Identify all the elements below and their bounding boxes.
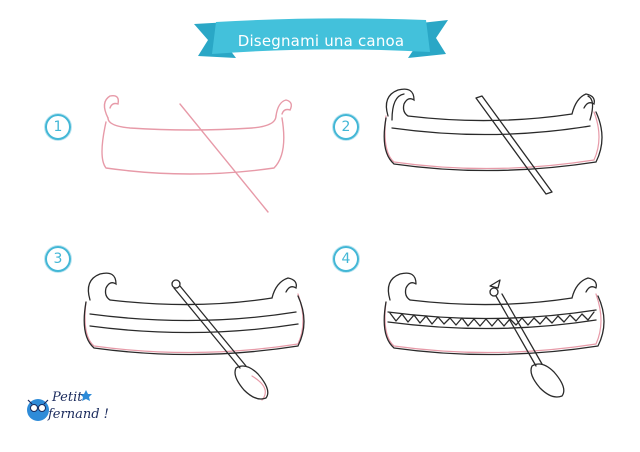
step-badge-2: 2 (333, 114, 359, 140)
step-3-drawing (83, 272, 305, 401)
step-1-drawing (101, 94, 293, 213)
title-banner (194, 18, 448, 58)
step-badge-1: 1 (45, 114, 71, 140)
petit-fernand-logo (27, 390, 92, 421)
banner-title: Disegnami una canoa (237, 32, 405, 50)
step-4-drawing (383, 272, 605, 398)
brand-line-1: Petit (52, 390, 83, 405)
step-badge-3: 3 (45, 246, 71, 272)
brand-line-2: fernand ! (48, 407, 109, 422)
step-badge-4: 4 (333, 246, 359, 272)
step-2-drawing (383, 88, 603, 195)
